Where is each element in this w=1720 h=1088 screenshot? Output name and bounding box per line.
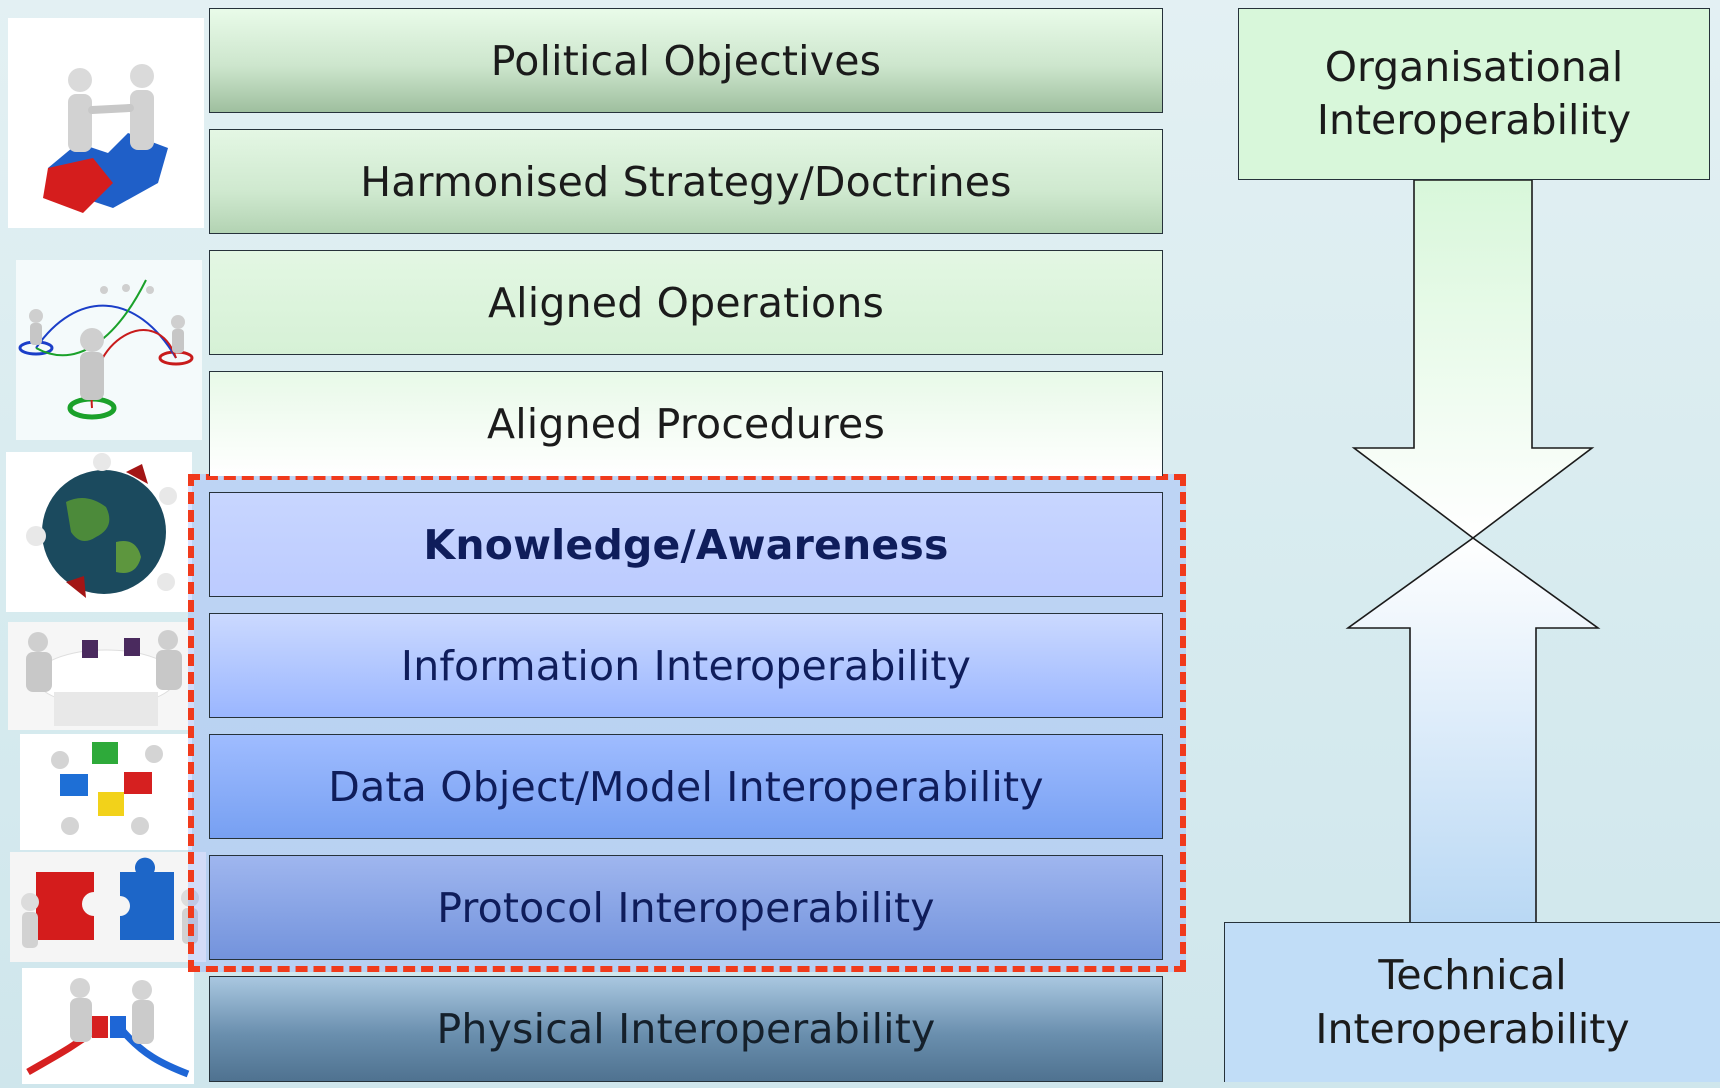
globe-people-icon xyxy=(6,452,192,612)
layer-protocol-interoperability: Protocol Interoperability xyxy=(209,855,1163,960)
organisational-interoperability-box: Organisational Interoperability xyxy=(1238,8,1710,180)
network-people-icon xyxy=(16,260,202,440)
layer-label: Political Objectives xyxy=(490,36,882,85)
puzzle-team-icon xyxy=(20,734,192,850)
plug-connect-icon xyxy=(22,968,194,1084)
layer-data-object-model-interoperability: Data Object/Model Interoperability xyxy=(209,734,1163,839)
layer-label: Aligned Operations xyxy=(487,278,885,327)
layer-label: Aligned Procedures xyxy=(486,400,886,448)
layer-information-interoperability: Information Interoperability xyxy=(209,613,1163,718)
puzzle-pieces-icon xyxy=(10,852,206,962)
layer-knowledge-awareness: Knowledge/Awareness xyxy=(209,492,1163,597)
layer-harmonised-strategy: Harmonised Strategy/Doctrines xyxy=(209,129,1163,234)
technical-label: Technical Interoperability xyxy=(1315,951,1630,1053)
layer-label: Data Object/Model Interoperability xyxy=(328,762,1044,811)
layer-physical-interoperability: Physical Interoperability xyxy=(209,976,1163,1082)
layer-label: Physical Interoperability xyxy=(436,1005,936,1053)
technical-interoperability-box: Technical Interoperability xyxy=(1224,922,1720,1082)
layer-label: Harmonised Strategy/Doctrines xyxy=(360,157,1012,206)
interoperability-arrows xyxy=(1345,179,1601,922)
layer-label: Knowledge/Awareness xyxy=(423,520,949,569)
layer-political-objectives: Political Objectives xyxy=(209,8,1163,113)
layer-aligned-procedures: Aligned Procedures xyxy=(209,371,1163,476)
handshake-puzzle-icon xyxy=(8,18,204,228)
organisational-label: Organisational Interoperability xyxy=(1316,42,1632,144)
layer-label: Information Interoperability xyxy=(400,641,972,690)
down-arrow-icon xyxy=(1351,179,1595,540)
layer-aligned-operations: Aligned Operations xyxy=(209,250,1163,355)
layer-label: Protocol Interoperability xyxy=(437,883,935,932)
meeting-table-icon xyxy=(8,622,194,730)
up-arrow-icon xyxy=(1345,537,1601,922)
